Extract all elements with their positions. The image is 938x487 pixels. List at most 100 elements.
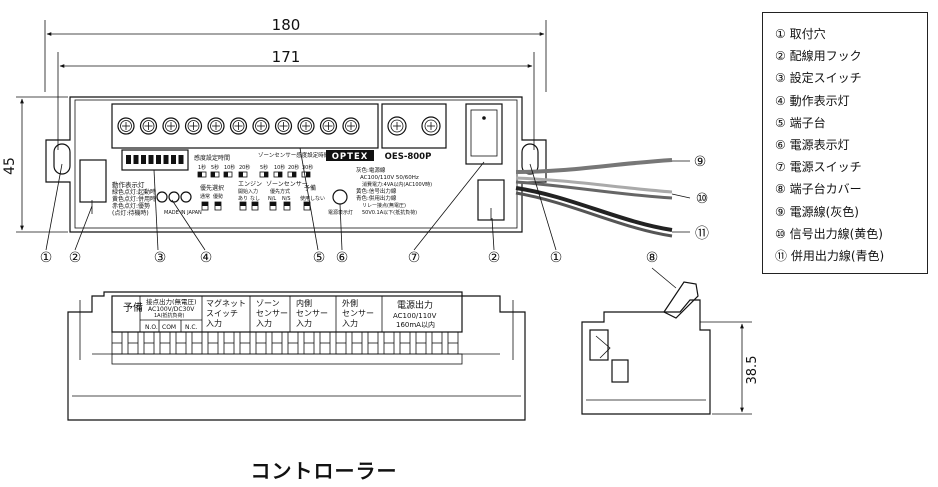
svg-text:感度設定時間: 感度設定時間	[194, 154, 230, 162]
svg-text:10秒: 10秒	[224, 164, 235, 171]
svg-text:予備: 予備	[304, 184, 316, 192]
svg-text:なし: なし	[250, 195, 260, 202]
callout-11: ⑪	[695, 226, 709, 242]
callout-2-right: ②	[488, 250, 501, 266]
svg-text:5秒: 5秒	[260, 164, 268, 171]
dip-switch[interactable]	[171, 155, 176, 164]
svg-text:使用しない: 使用しない	[300, 195, 325, 202]
svg-text:通常: 通常	[200, 193, 210, 200]
svg-text:160mA以内: 160mA以内	[396, 320, 435, 329]
side-view: 38.5	[581, 267, 760, 415]
power-switch[interactable]	[465, 103, 503, 165]
dip-switch[interactable]	[178, 155, 184, 164]
power-terminal-screw	[421, 116, 441, 136]
svg-text:エンジン: エンジン	[238, 181, 262, 188]
svg-text:赤色点灯:優勢: 赤色点灯:優勢	[112, 202, 150, 210]
brand-logo: OPTEX	[332, 152, 369, 162]
svg-text:入力: 入力	[296, 318, 312, 328]
mounting-hole-right	[521, 143, 539, 175]
cables	[515, 158, 673, 238]
svg-text:ゾーンセンサー感度設定時間: ゾーンセンサー感度設定時間	[258, 151, 330, 159]
svg-text:消費電力:4VA以内(AC100V時): 消費電力:4VA以内(AC100V時)	[362, 181, 432, 188]
svg-text:N.O.: N.O.	[145, 324, 158, 331]
legend-item: ⑪ 併用出力線(青色)	[775, 249, 885, 264]
terminal-screw	[207, 117, 225, 135]
svg-text:ゾーン: ゾーン	[256, 299, 280, 308]
svg-text:20秒: 20秒	[239, 164, 250, 171]
callout-6: ⑥	[336, 250, 349, 266]
callout-7: ⑦	[408, 250, 421, 266]
dimension-45: 45	[2, 96, 68, 233]
svg-text:5秒: 5秒	[211, 164, 219, 171]
terminal-block-top	[111, 103, 379, 149]
svg-text:AC100/110V 50/60Hz: AC100/110V 50/60Hz	[360, 175, 419, 181]
svg-text:10秒: 10秒	[274, 164, 285, 171]
svg-text:入力: 入力	[342, 318, 358, 328]
legend-item: ⑨ 電源線(灰色)	[775, 204, 859, 219]
dip-switch[interactable]	[126, 155, 131, 164]
spec-text: 灰色:電源線 AC100/110V 50/60Hz 消費電力:4VA以内(AC1…	[356, 166, 432, 216]
svg-text:開始入力: 開始入力	[238, 188, 258, 195]
svg-text:20秒: 20秒	[288, 164, 299, 171]
brand-badge	[326, 150, 374, 161]
svg-text:1A(抵抗負荷): 1A(抵抗負荷)	[154, 312, 185, 319]
terminal-screw	[184, 117, 203, 135]
terminal-screw	[342, 117, 360, 135]
dip-switch[interactable]	[133, 155, 139, 164]
front-view: 予備 接点出力(無電圧) AC100V/DC30V 1A(抵抗負荷) N.O. …	[67, 291, 526, 421]
dip-switch[interactable]	[163, 155, 169, 164]
svg-text:動作表示灯: 動作表示灯	[112, 180, 145, 189]
svg-text:(点灯:待機時): (点灯:待機時)	[112, 209, 149, 217]
svg-text:N/S: N/S	[282, 196, 291, 202]
setting-switch[interactable]	[121, 149, 189, 171]
power-terminal-screw	[387, 116, 407, 136]
dimension-171-label: 171	[272, 48, 301, 66]
terminal-screw	[162, 117, 180, 135]
dip-switch[interactable]	[156, 155, 161, 164]
callout-9: ⑨	[694, 154, 707, 170]
callout-2-left: ②	[69, 250, 82, 266]
terminal-label-bar	[111, 295, 463, 333]
svg-text:電源出力: 電源出力	[397, 299, 433, 311]
svg-text:1秒: 1秒	[198, 164, 206, 171]
svg-text:AC100V/DC30V: AC100V/DC30V	[148, 306, 195, 313]
terminal-screw	[319, 117, 338, 135]
svg-text:センサー: センサー	[256, 309, 288, 318]
svg-text:N/L: N/L	[268, 196, 276, 202]
dimension-171: 171	[57, 48, 535, 150]
svg-text:緑色点灯:起動時: 緑色点灯:起動時	[112, 188, 156, 196]
svg-text:あり: あり	[238, 196, 248, 202]
svg-text:リレー接点(無電圧): リレー接点(無電圧)	[362, 202, 406, 209]
callout-3: ③	[154, 250, 167, 266]
legend-item: ⑤ 端子台	[775, 115, 826, 130]
power-lamp	[332, 189, 348, 205]
terminal-screw	[252, 117, 270, 135]
svg-text:入力: 入力	[206, 318, 222, 328]
svg-text:ゾーンセンサー: ゾーンセンサー	[266, 181, 308, 188]
dip-switch[interactable]	[148, 155, 154, 164]
legend-item: ③ 設定スイッチ	[775, 71, 862, 86]
dimension-180: 180	[44, 16, 547, 92]
legend-box: ① 取付穴 ② 配線用フック ③ 設定スイッチ ④ 動作表示灯 ⑤ 端子台 ⑥ …	[762, 12, 928, 274]
legend-item: ② 配線用フック	[775, 49, 862, 64]
top-view: 動作表示灯 緑色点灯:起動時 黄色点灯:併用時 赤色点灯:優勢 (点灯:待機時)…	[45, 96, 673, 238]
terminal-screw	[274, 117, 293, 135]
legend-item: ① 取付穴	[775, 27, 826, 41]
legend-item: ⑥ 電源表示灯	[775, 138, 850, 153]
label-relay-title: 接点出力(無電圧)	[146, 297, 197, 306]
callouts: ① ② ③ ④ ⑤ ⑥ ⑦ ② ① ⑨ ⑩ ⑪ ⑧	[40, 154, 709, 266]
mounting-hole-left	[53, 143, 71, 175]
dimension-180-label: 180	[272, 16, 301, 34]
settings-panel: 感度設定時間 1秒 5秒 10秒 20秒 ゾーンセンサー感度設定時間 5秒 10…	[194, 151, 330, 211]
svg-text:入力: 入力	[256, 318, 272, 328]
wire-hook-left	[79, 159, 107, 203]
dimension-45-label: 45	[2, 157, 18, 175]
callout-4: ④	[200, 250, 213, 266]
svg-text:優先選択: 優先選択	[200, 184, 224, 192]
dip-switch[interactable]	[141, 155, 146, 164]
svg-text:黄色点灯:併用時: 黄色点灯:併用時	[112, 195, 156, 203]
legend-item: ⑧ 端子台カバー	[775, 182, 862, 197]
svg-text:灰色:電源線: 灰色:電源線	[356, 166, 386, 174]
terminal-cover[interactable]	[663, 281, 699, 319]
